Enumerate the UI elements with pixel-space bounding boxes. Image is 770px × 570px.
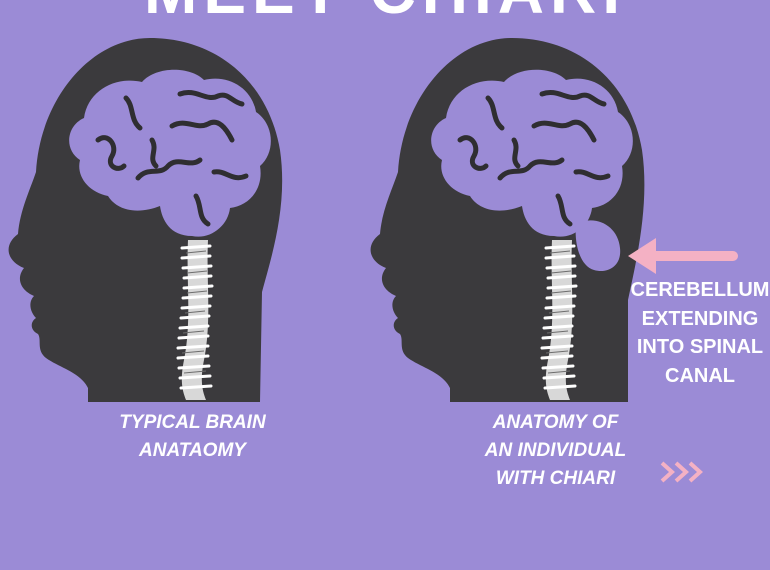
caption-line: ANATOMY OF bbox=[492, 412, 619, 433]
callout-line: EXTENDING bbox=[641, 307, 759, 330]
typical-head bbox=[8, 38, 283, 402]
caption-line: ANATAOMY bbox=[139, 440, 246, 461]
left-arrow-icon bbox=[628, 238, 738, 274]
caption-line: TYPICAL BRAIN bbox=[119, 412, 266, 433]
banner-title: MEET CHIARI bbox=[0, 0, 770, 28]
triple-chevron-right-icon[interactable] bbox=[660, 461, 703, 483]
chiari-caption: ANATOMY OF AN INDIVIDUAL WITH CHIARI bbox=[468, 409, 643, 493]
chiari-head bbox=[370, 38, 645, 402]
caption-line: WITH CHIARI bbox=[495, 468, 616, 489]
callout-line: INTO SPINAL bbox=[636, 336, 764, 358]
cerebellum-callout: CEREBELLUM EXTENDING INTO SPINAL CANAL bbox=[630, 276, 770, 390]
herniated-cerebellum bbox=[575, 220, 621, 272]
callout-line: CANAL bbox=[665, 364, 735, 387]
brain bbox=[69, 69, 271, 237]
caption-line: AN INDIVIDUAL bbox=[484, 440, 627, 461]
brain-chiari bbox=[431, 69, 633, 272]
callout-line: CEREBELLUM bbox=[630, 279, 770, 301]
typical-caption: TYPICAL BRAIN ANATAOMY bbox=[100, 409, 285, 465]
